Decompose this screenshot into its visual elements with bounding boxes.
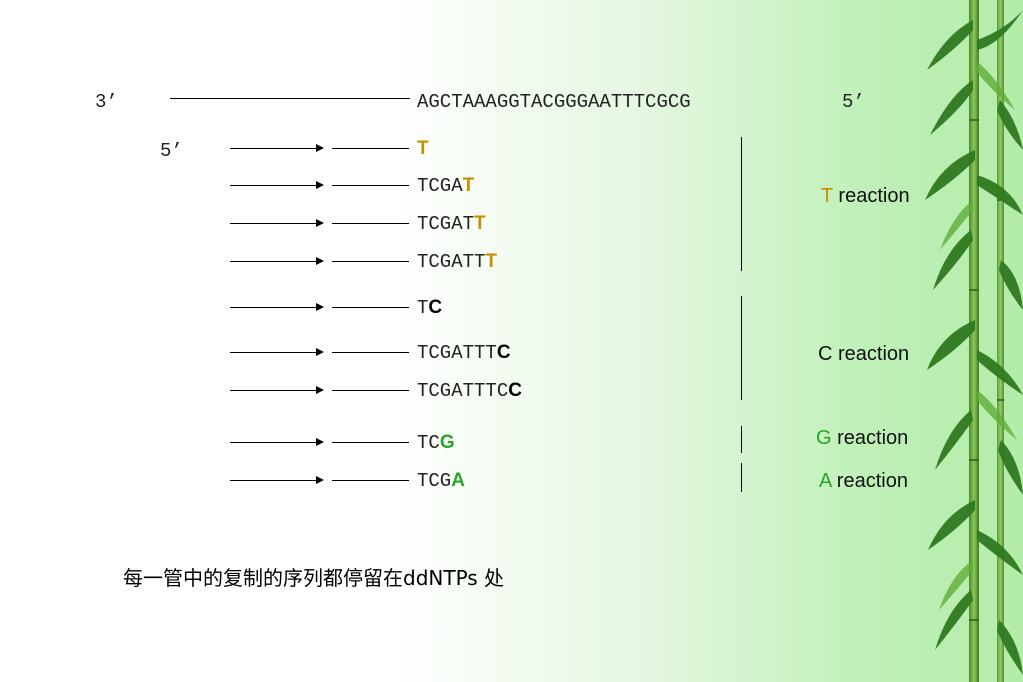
fragment-7: TCGATTTCC [417, 380, 522, 402]
primer-arrow [230, 219, 324, 227]
fragment-line [332, 442, 409, 443]
fragment-line [332, 307, 409, 308]
primer-arrow [230, 144, 324, 152]
terminal-G: G [439, 432, 455, 453]
template-strand-line [170, 98, 410, 99]
fragment-line [332, 148, 409, 149]
fragment-line [332, 480, 409, 481]
fragment-line [332, 223, 409, 224]
terminal-C: C [496, 342, 511, 363]
terminal-T: T [417, 138, 429, 159]
terminal-T: T [485, 251, 498, 272]
group-bracket-C [741, 296, 742, 400]
fragment-8: TCG [417, 432, 455, 454]
primer-arrow [230, 257, 324, 265]
group-bracket-G [741, 426, 742, 453]
fragment-line [332, 390, 409, 391]
fragment-4: TCGATTT [417, 251, 498, 273]
primer-arrow [230, 181, 324, 189]
fragment-line [332, 185, 409, 186]
fragment-line [332, 352, 409, 353]
fragment-line [332, 261, 409, 262]
terminal-C: C [508, 380, 522, 401]
fragment-3: TCGATT [417, 213, 486, 235]
fragment-1: T [417, 138, 429, 160]
primer-arrow [230, 303, 324, 311]
template-sequence: AGCTAAAGGTACGGGAATTTCGCG [417, 91, 691, 113]
bamboo-decoration [925, 0, 1023, 682]
reaction-label-G: G reaction [816, 427, 909, 449]
primer-arrow [230, 438, 324, 446]
primer-arrow [230, 386, 324, 394]
template-5prime-label: 5’ [842, 91, 865, 113]
reaction-label-T: T reaction [821, 185, 910, 207]
primer-5prime-label: 5’ [160, 140, 183, 162]
fragment-9: TCGA [417, 470, 465, 492]
group-bracket-T [741, 137, 742, 271]
terminal-A: A [451, 470, 465, 491]
caption: 每一管中的复制的序列都停留在ddNTPs 处 [123, 566, 505, 590]
fragment-6: TCGATTTC [417, 342, 511, 364]
primer-arrow [230, 348, 324, 356]
terminal-T: T [474, 213, 486, 234]
group-bracket-A [741, 463, 742, 492]
terminal-C: C [428, 297, 443, 318]
terminal-T: T [462, 175, 475, 196]
reaction-label-A: A reaction [819, 470, 908, 492]
fragment-2: TCGAT [417, 175, 475, 197]
fragment-5: TC [417, 297, 443, 319]
primer-arrow [230, 476, 324, 484]
template-3prime-label: 3’ [95, 91, 118, 113]
reaction-label-C: C reaction [818, 343, 910, 365]
